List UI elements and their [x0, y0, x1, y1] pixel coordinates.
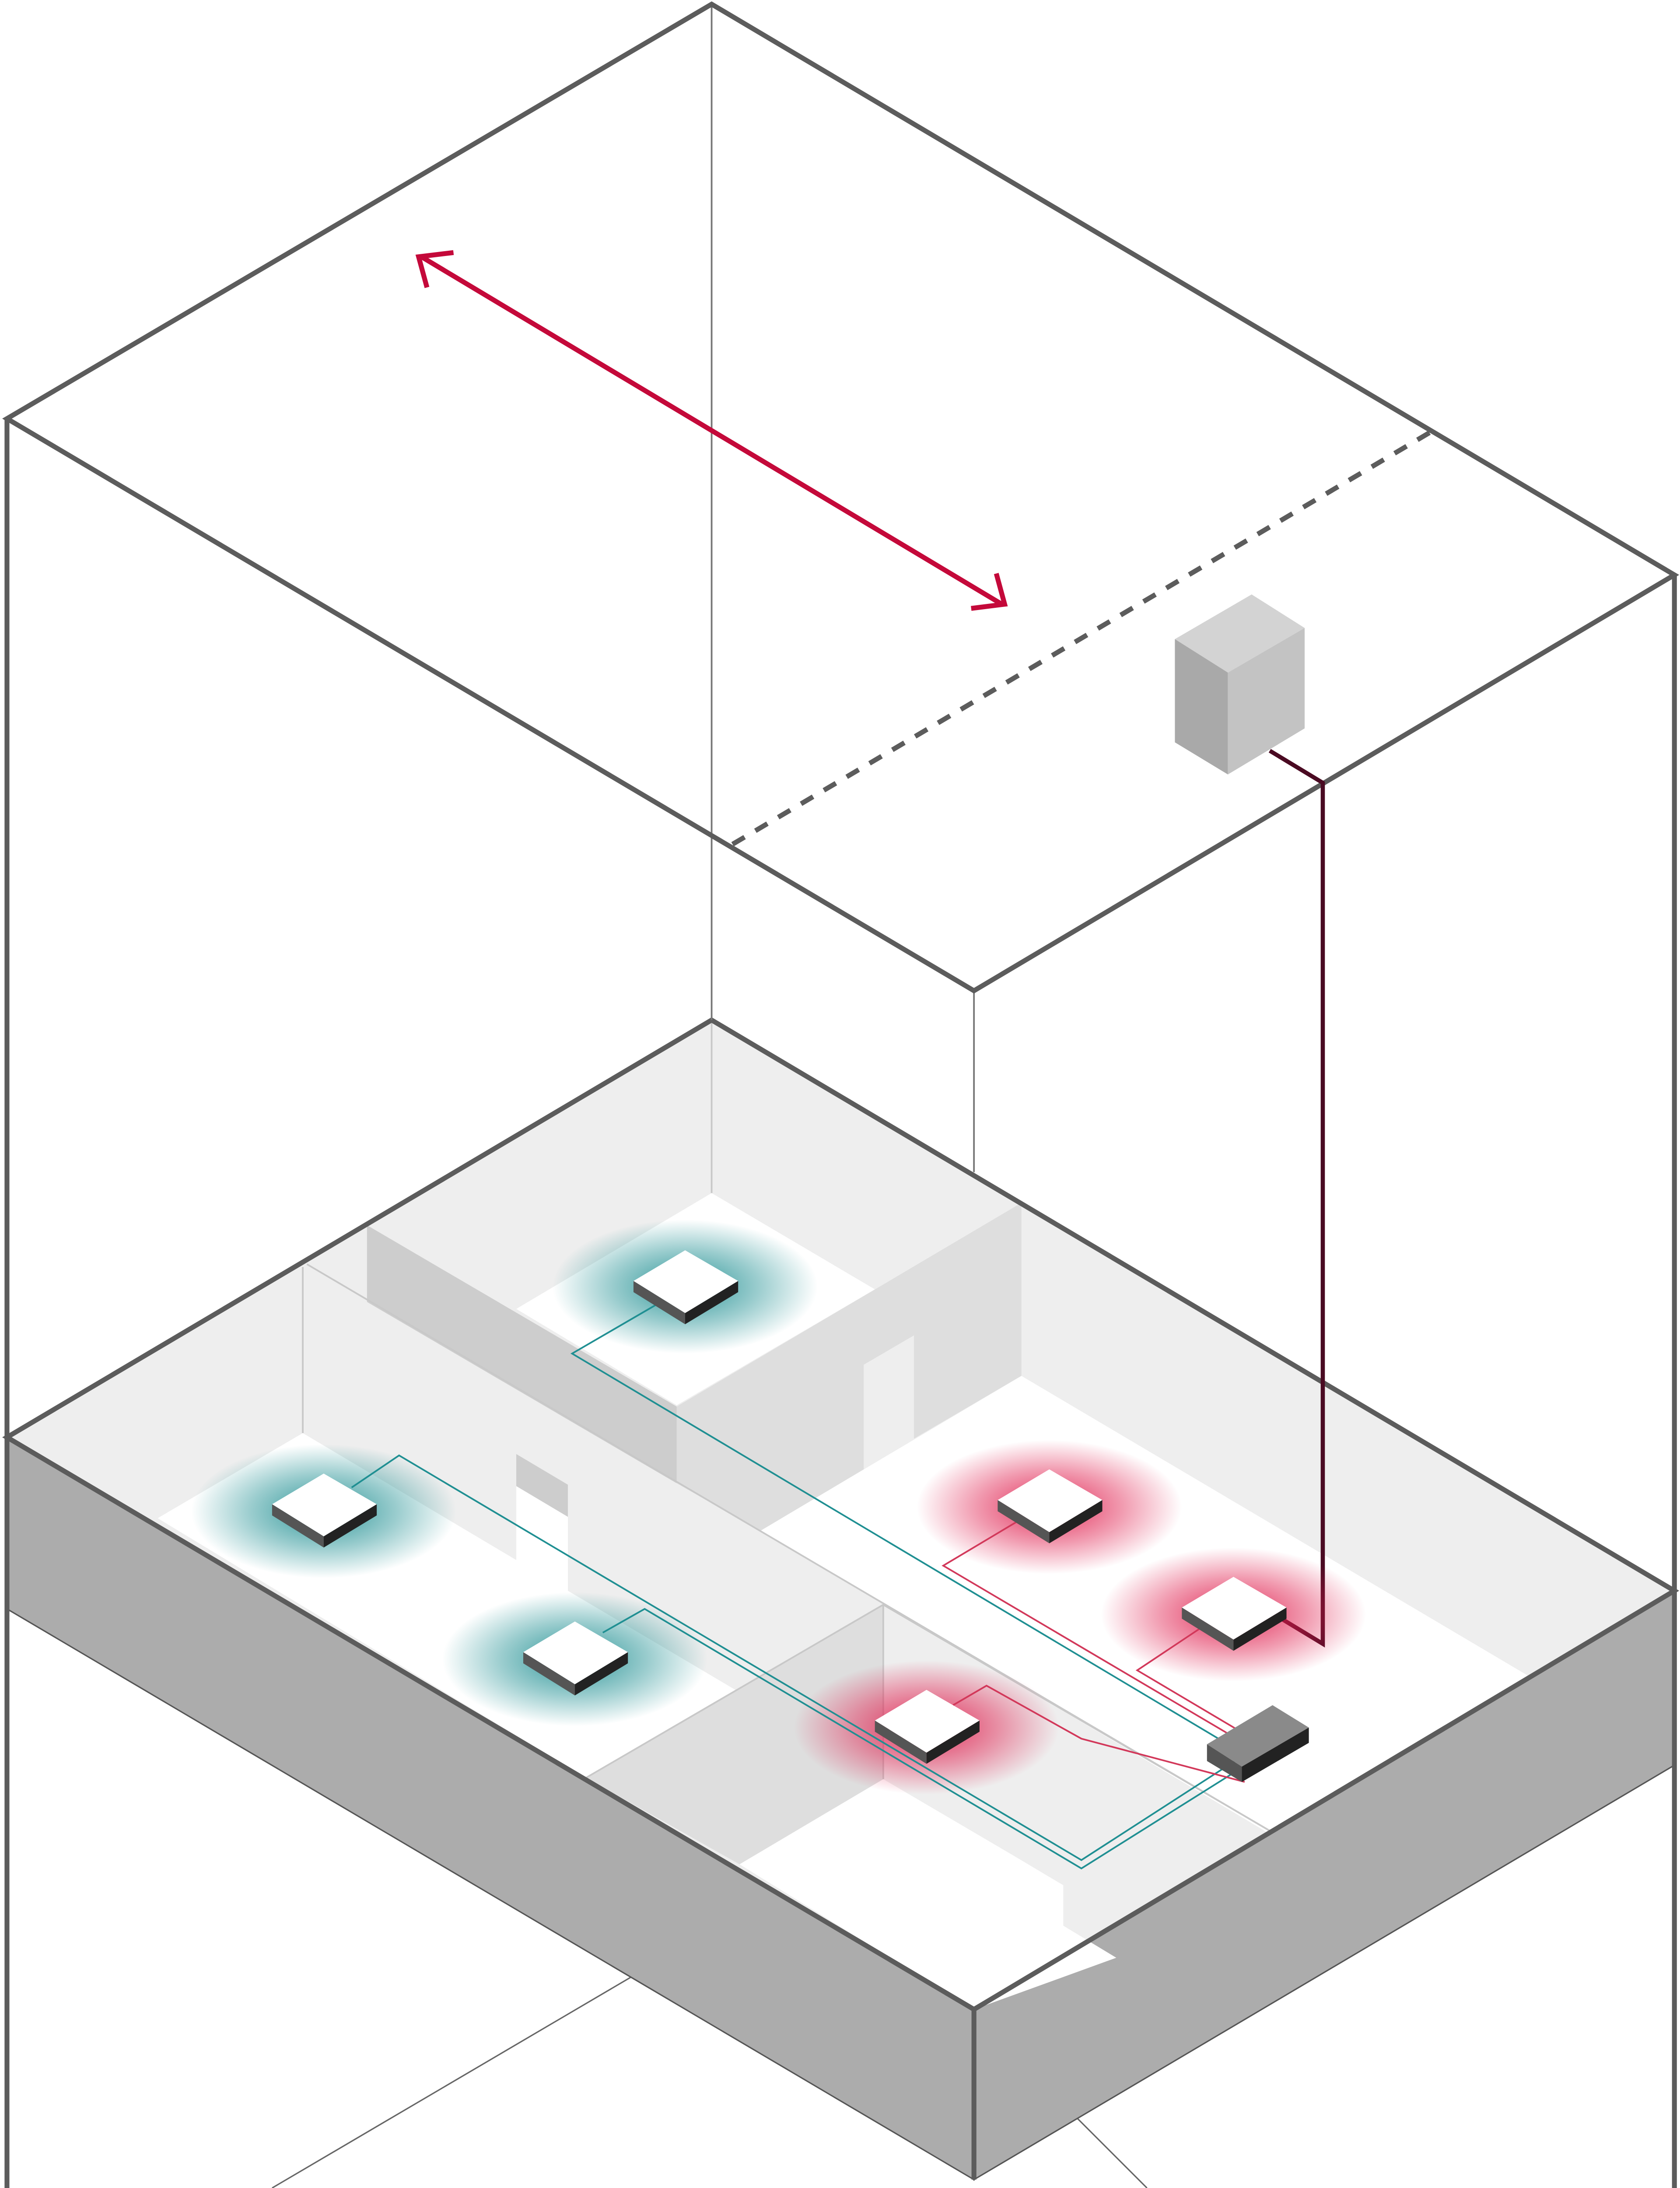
network-switch-icon	[1207, 1705, 1309, 1782]
access-point-icon	[1182, 1577, 1287, 1651]
access-point-icon	[633, 1250, 738, 1325]
floor-slab	[2, 1017, 1680, 2181]
double-arrow-icon	[415, 250, 1008, 611]
wall	[516, 1454, 568, 1517]
access-points	[272, 1250, 1287, 1764]
wall	[676, 1203, 1022, 1531]
access-point-icon	[875, 1690, 980, 1764]
wall	[367, 1225, 677, 1483]
red-cables	[942, 1517, 1251, 1783]
dashed-ceiling-line	[731, 428, 1436, 847]
access-point-icon	[998, 1469, 1102, 1543]
room	[739, 1779, 1116, 2009]
controller-box-icon	[1175, 594, 1305, 775]
access-point-icon	[523, 1621, 628, 1696]
teal-cables	[351, 1302, 1240, 1870]
access-point-icon	[272, 1473, 377, 1548]
wall	[586, 1605, 883, 1865]
